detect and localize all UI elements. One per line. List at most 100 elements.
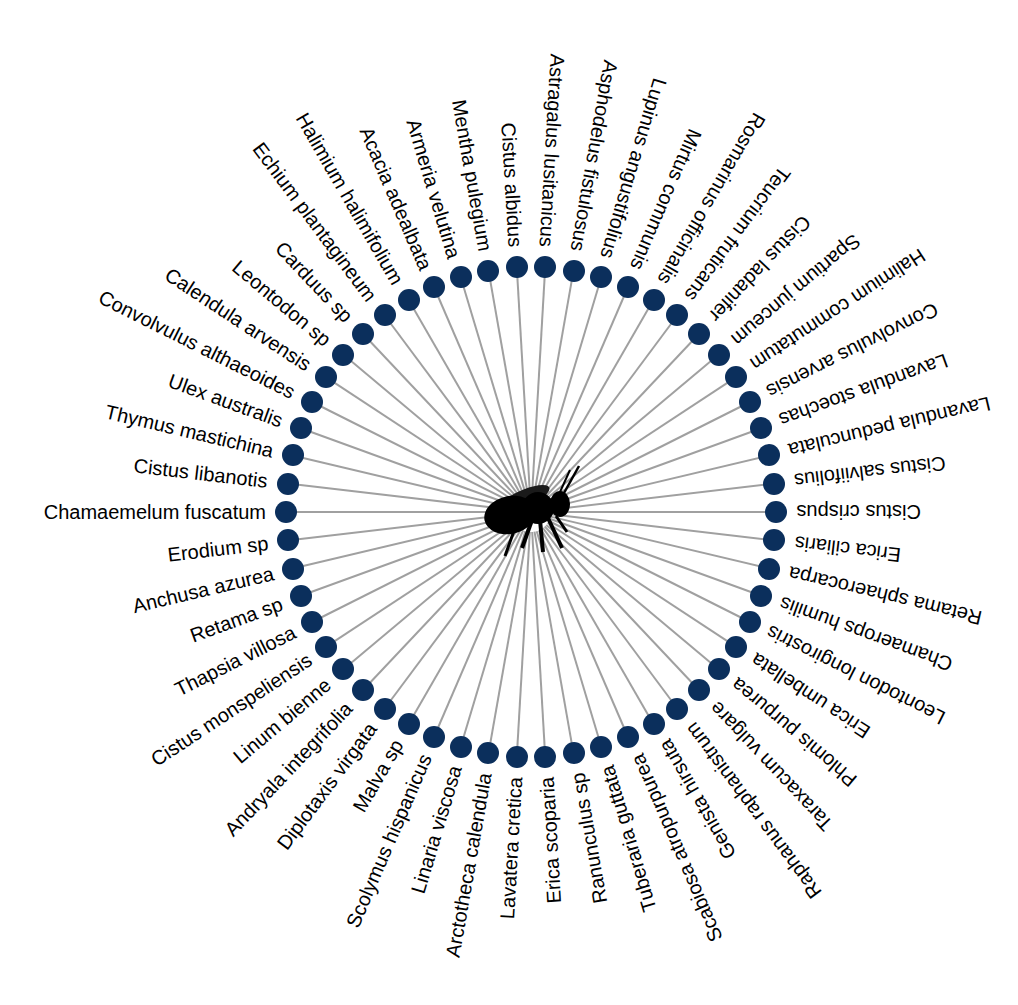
spoke-line — [541, 300, 654, 495]
spoke-line — [301, 428, 512, 505]
spoke-line — [409, 300, 522, 495]
spoke-line — [312, 521, 513, 622]
spoke-line — [551, 511, 776, 513]
plant-dot: Chamaemelum fuscatum — [275, 501, 297, 523]
spoke-line — [549, 521, 750, 622]
plant-dot: Lavatera cretica — [506, 746, 528, 768]
plant-dot: Cistus crispus — [765, 501, 787, 523]
plant-dot: Erica scoparia — [534, 746, 556, 768]
plant-label: Cistus albidus — [496, 122, 527, 248]
plant-dot: Diplotaxis virgata — [374, 698, 396, 720]
plant-dot: Thymus mastichina — [282, 444, 304, 466]
spoke-line — [301, 519, 512, 596]
spoke-line — [286, 511, 511, 513]
plant-dot: Halimium halimifolium — [398, 289, 420, 311]
plant-label: Chamaemelum fuscatum — [44, 500, 266, 524]
plant-dot: Echium plantagineum — [374, 304, 396, 326]
plant-dot: Cistus albidus — [506, 256, 528, 278]
spoke-line — [537, 531, 602, 747]
plant-label: Astragalus lusitanicus — [534, 54, 569, 249]
spoke-line — [434, 530, 523, 737]
spoke-line — [409, 529, 522, 724]
spoke-line — [541, 529, 654, 724]
spoke-line — [551, 456, 770, 508]
plant-dot: Carduus sp — [352, 323, 374, 345]
plant-dot: Halimium commutatum — [725, 366, 747, 388]
spoke-line — [517, 267, 530, 492]
plant-dot: Armeria velutina — [450, 266, 472, 288]
plant-dot: Scolymus hispanicus — [423, 726, 445, 748]
bee-silhouette — [481, 466, 579, 556]
plant-dot: Linum bienne — [332, 658, 354, 680]
spoke-line — [546, 355, 718, 500]
plant-dot: Retama sphaerocarpa — [758, 558, 780, 580]
plant-dot: Erodium sp — [277, 529, 299, 551]
spoke-line — [517, 532, 530, 757]
plant-dot: Anchusa azurea — [282, 558, 304, 580]
plant-dot: Genista hirsuta — [643, 713, 665, 735]
plant-dot: Lavandula stoechas — [750, 417, 772, 439]
spoke-line — [326, 523, 514, 647]
plant-dot: Erica ciliaris — [763, 529, 785, 551]
spoke-line — [312, 402, 513, 503]
spoke-line — [549, 402, 750, 503]
spoke-line — [343, 525, 515, 670]
plant-dot: Scabiosa atropurpurea — [617, 726, 639, 748]
plant-dot: Astragalus lusitanicus — [534, 256, 556, 278]
spoke-line — [288, 484, 511, 510]
spoke-line — [363, 334, 517, 498]
plant-dot: Lupinus angustifolius — [590, 266, 612, 288]
spoke-lines — [286, 267, 776, 756]
plant-dot: Spartium junceum — [708, 344, 730, 366]
spoke-line — [551, 484, 774, 510]
plant-label: Cistus crispus — [796, 500, 920, 524]
spoke-line — [548, 377, 736, 501]
plant-dot: Ulex australis — [290, 417, 312, 439]
plant-dot: Chamaerops humilis — [750, 585, 772, 607]
plant-dot: Leontodon longirostris — [739, 611, 761, 633]
plant-dot: Calendula arvensis — [315, 366, 337, 388]
plant-dot: Rosmarinus officinalis — [643, 289, 665, 311]
spoke-line — [532, 267, 545, 492]
plant-dot: Lavandula pedunculata — [758, 444, 780, 466]
spoke-line — [293, 456, 512, 508]
plant-dot: Thapsia villosa — [301, 611, 323, 633]
plant-dot: Mentha pulegium — [477, 260, 499, 282]
plant-dot: Convolvulus althaeoides — [301, 391, 323, 413]
plant-dot: Teucrium fruticans — [666, 304, 688, 326]
plant-dot: Erica umbellata — [725, 636, 747, 658]
plant-dot: Convolvulus arvensis — [739, 391, 761, 413]
plant-dot: Andryala integrifolia — [352, 679, 374, 701]
spoke-line — [551, 517, 770, 569]
plant-dot: Asphodelus fistulosus — [563, 260, 585, 282]
plant-dot: Mirtus communis — [617, 276, 639, 298]
spoke-line — [535, 532, 574, 754]
plant-dot: Linaria viscosa — [450, 736, 472, 758]
plant-dot: Ranunculus sp — [563, 742, 585, 764]
plant-dot: Tuberaria guttata — [590, 736, 612, 758]
plant-label: Cistus salviifolius — [793, 452, 947, 494]
plant-dot: Acacia adealbata — [423, 276, 445, 298]
plant-label: Lavatera cretica — [495, 776, 527, 919]
plant-label: Erica ciliaris — [793, 531, 902, 567]
plant-dot: Arctotheca calendula — [477, 742, 499, 764]
spoke-line — [550, 519, 761, 596]
spoke-line — [461, 277, 526, 493]
plant-dot: Cistus ladanifer — [688, 323, 710, 345]
plant-dot: Cistus monspeliensis — [315, 636, 337, 658]
plant-dot: Taraxacum vulgare — [688, 679, 710, 701]
spoke-line — [489, 271, 528, 493]
plant-label: Cistus libanotis — [133, 454, 269, 493]
plant-dot: Raphanus raphanistrum — [666, 698, 688, 720]
spoke-line — [545, 527, 699, 691]
spoke-line — [539, 287, 628, 494]
plant-dot: Phlomis purpurea — [708, 658, 730, 680]
plant-dot: Cistus salviifolius — [763, 473, 785, 495]
spoke-line — [551, 514, 774, 540]
spoke-line — [288, 514, 511, 540]
plant-dot: Cistus libanotis — [277, 473, 299, 495]
plant-label: Erica scoparia — [534, 776, 565, 904]
plant-label: Erodium sp — [166, 531, 269, 567]
plant-dot: Retama sp — [290, 585, 312, 607]
spoke-line — [550, 428, 761, 505]
